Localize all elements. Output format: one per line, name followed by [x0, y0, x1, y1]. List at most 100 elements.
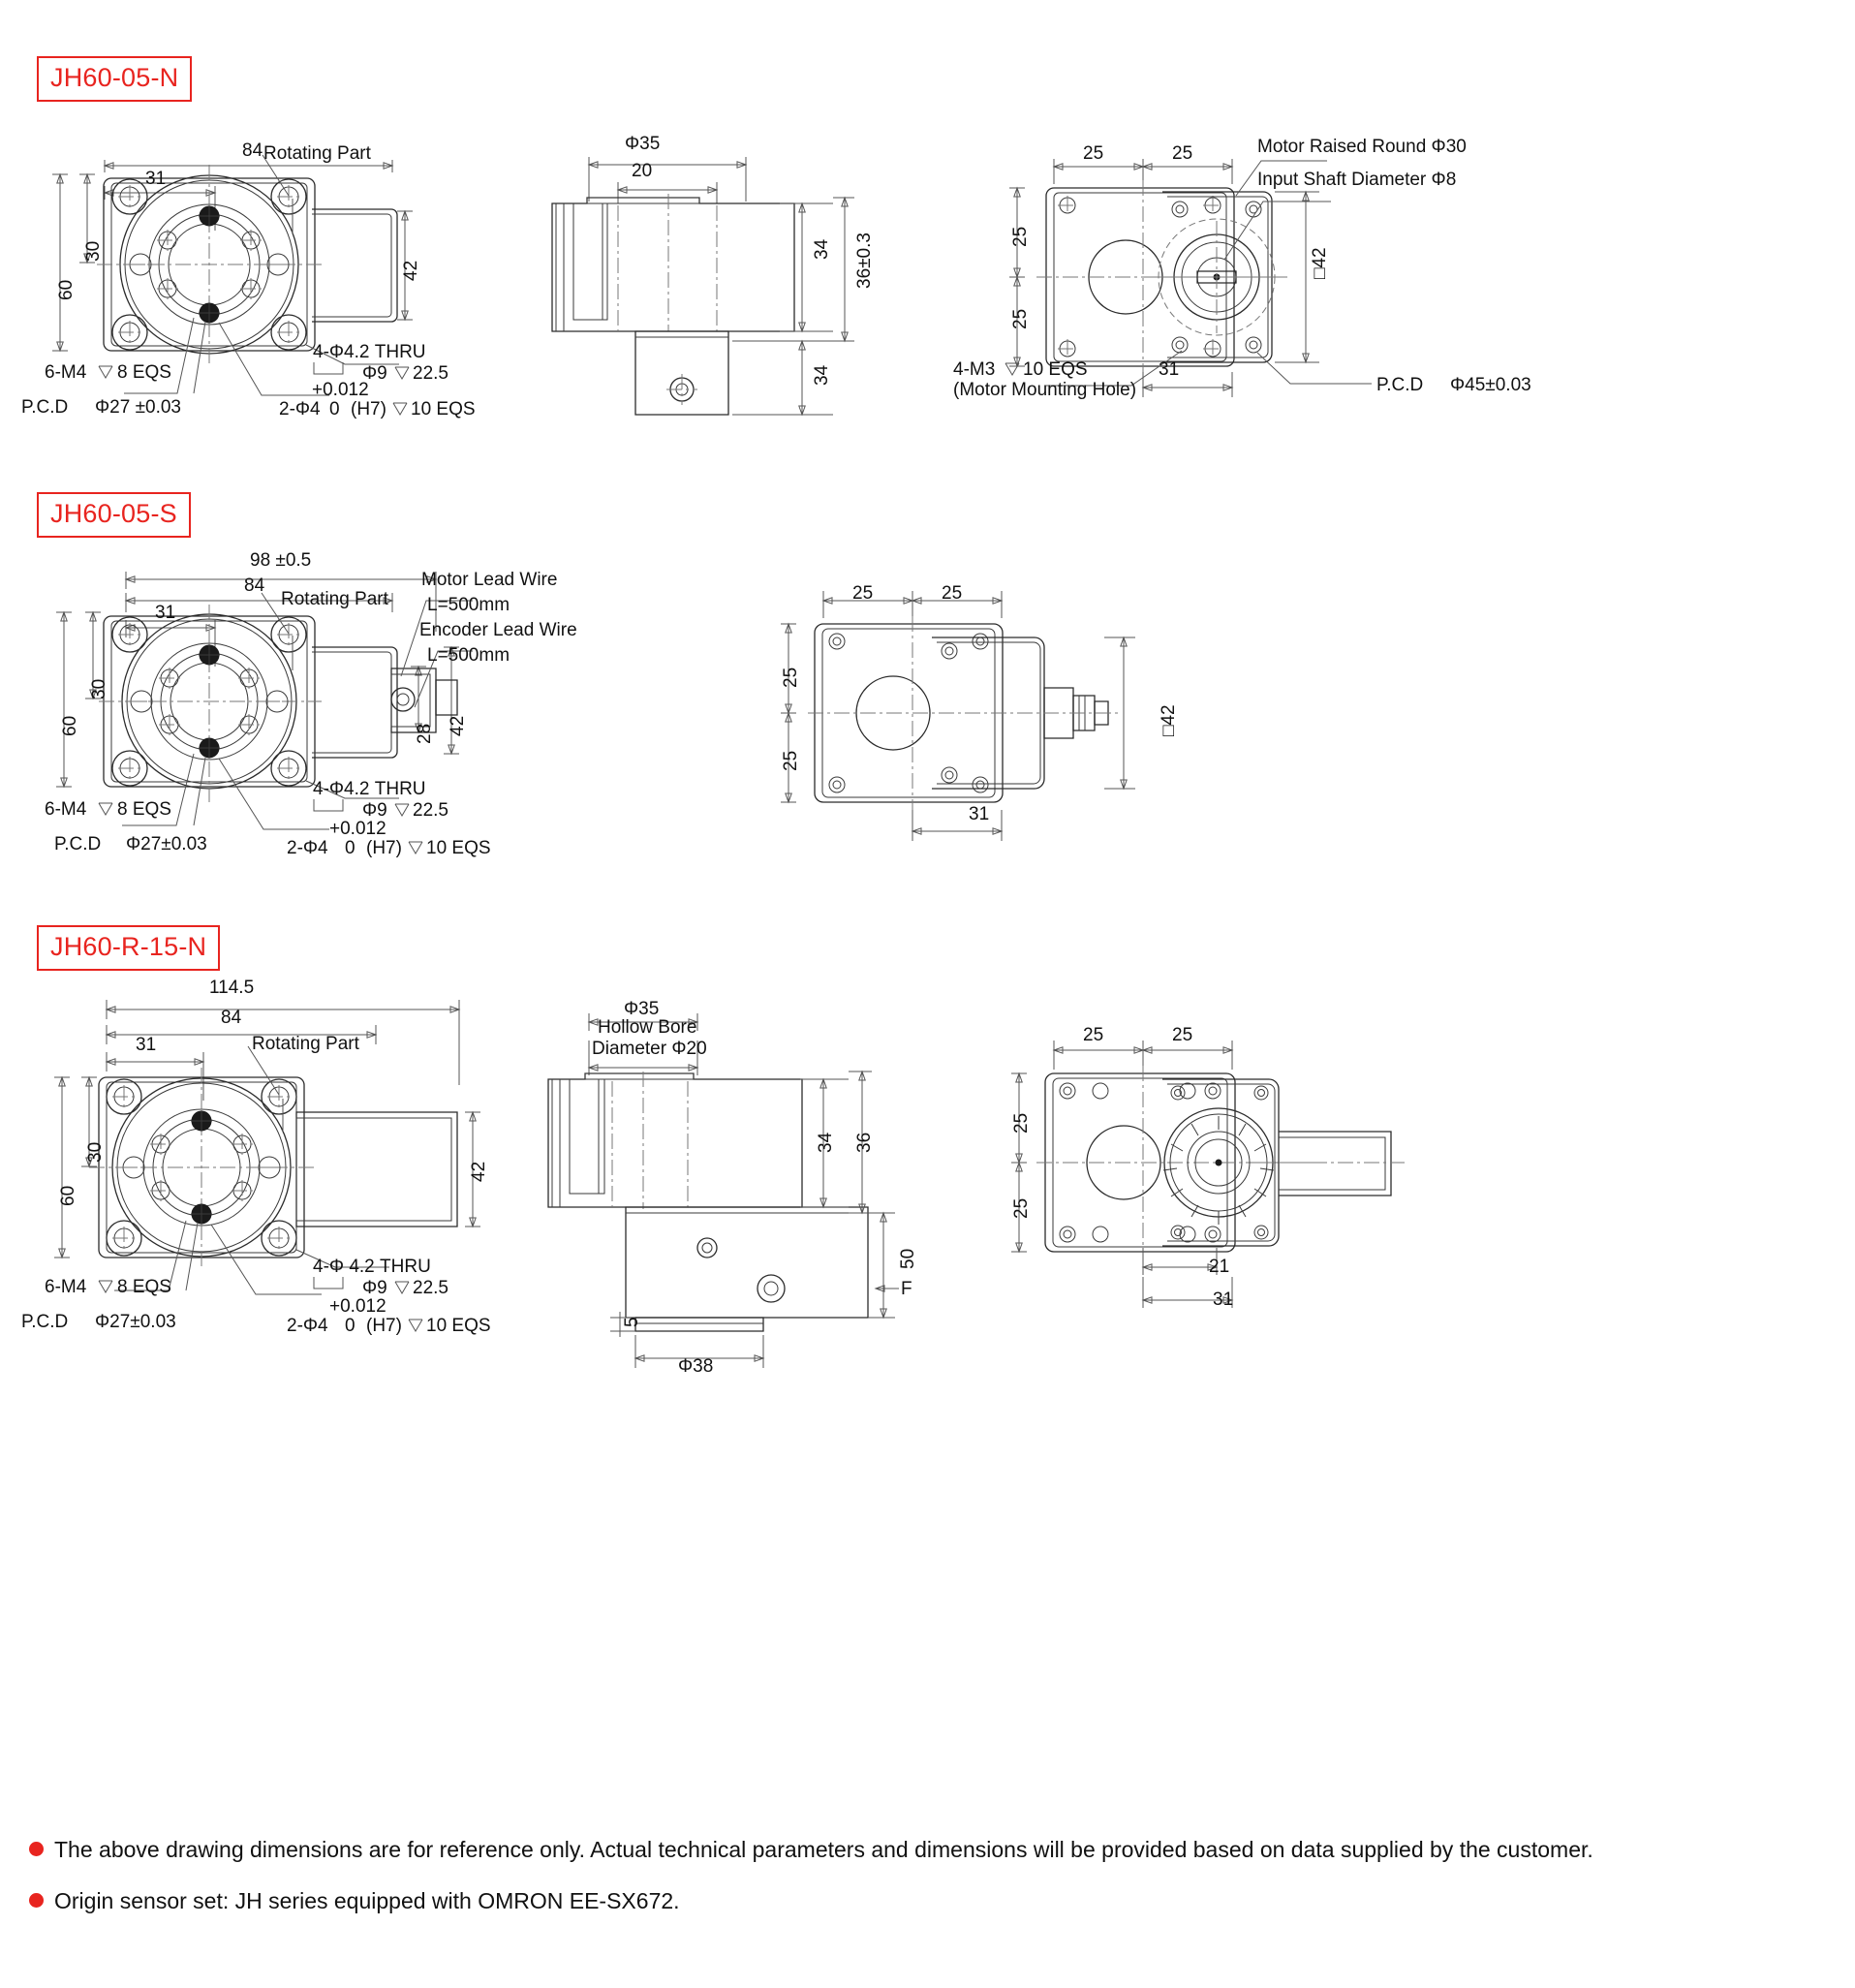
- depth-symbol-icon: [394, 803, 410, 817]
- s3-dim-overall-with-motor: 114.5: [209, 978, 255, 998]
- model-tag-jh60-r-15-n: JH60-R-15-N: [37, 925, 221, 971]
- s3-front-view-geometry: [54, 1000, 480, 1295]
- s1-callout-tap-depth: 8 EQS: [117, 362, 171, 383]
- s3-callout-dowel-tol-lower: 0: [345, 1316, 356, 1336]
- s1-rear-dim-square-42: □42: [1310, 247, 1330, 279]
- s1-rear-view-geometry: [1009, 159, 1372, 397]
- s3-side-view-geometry: [547, 1013, 899, 1368]
- s3-dim-overall-height: 60: [58, 1185, 78, 1206]
- s3-rear-dim-offset-21: 21: [1209, 1257, 1230, 1277]
- s3-callout-dowel: 2-Φ4: [287, 1316, 328, 1336]
- s1-side-view-geometry: [551, 157, 854, 417]
- s1-callout-dowel-tol-upper: +0.012: [312, 380, 369, 400]
- s1-callout-dowel-fit: (H7): [351, 399, 386, 419]
- s2-callout-encoder-lead-len: L=500mm: [427, 645, 510, 666]
- s3-label-rotating-part: Rotating Part: [252, 1034, 359, 1054]
- s3-dim-total-height: 36: [854, 1132, 875, 1153]
- s3-dim-body-depth: 42: [469, 1161, 489, 1182]
- s1-dim-body-height: 34: [812, 238, 832, 260]
- s3-rear-dim-left-25: 25: [1083, 1025, 1104, 1045]
- s2-dim-overall-with-motor: 98 ±0.5: [250, 550, 312, 571]
- s3-dim-boss-dia: Φ35: [624, 999, 660, 1019]
- s2-front-view-geometry: [56, 572, 473, 830]
- s1-callout-tap: 6-M4: [45, 362, 87, 383]
- s2-dim-overall-width: 84: [244, 575, 265, 596]
- s1-callout-motor-tap-note: (Motor Mounting Hole): [953, 380, 1137, 400]
- s3-callout-dowel-fit: (H7): [366, 1316, 402, 1336]
- s3-dim-flange-thk: 5: [622, 1317, 642, 1327]
- s2-callout-motor-lead-wire: Motor Lead Wire: [421, 570, 558, 590]
- s2-rear-view-geometry: [781, 591, 1135, 841]
- s1-callout-input-shaft: Input Shaft Diameter Φ8: [1257, 170, 1457, 190]
- s1-label-rotating-part: Rotating Part: [263, 143, 371, 164]
- s3-callout-tap: 6-M4: [45, 1277, 87, 1297]
- s1-rear-callout-pcd-label: P.C.D: [1376, 375, 1424, 395]
- s3-callout-hollow-bore-line1: Hollow Bore: [598, 1017, 697, 1038]
- s1-dim-half-height: 30: [83, 240, 104, 262]
- s3-rear-view-geometry: [1011, 1041, 1405, 1308]
- s2-callout-dowel-tol-lower: 0: [345, 838, 356, 858]
- s3-dim-half-height: 30: [85, 1141, 106, 1163]
- note-row: Origin sensor set: JH series equipped wi…: [29, 1887, 1593, 1915]
- depth-symbol-icon: [98, 802, 113, 816]
- counterbore-symbol-icon: [313, 1277, 344, 1289]
- s2-callout-pcd-value: Φ27±0.03: [126, 834, 207, 854]
- s3-rear-dim-right-25: 25: [1172, 1025, 1193, 1045]
- depth-symbol-icon: [98, 365, 113, 379]
- model-tag-jh60-05-s: JH60-05-S: [37, 492, 191, 538]
- depth-symbol-icon: [394, 1281, 410, 1294]
- s1-dim-boss-dia: Φ35: [625, 134, 661, 154]
- s2-rear-dim-top-25: 25: [781, 667, 801, 688]
- s1-callout-thru-hole: 4-Φ4.2 THRU: [313, 342, 426, 362]
- s3-dim-body-height: 34: [816, 1132, 836, 1153]
- counterbore-symbol-icon: [313, 362, 344, 375]
- s3-callout-counterbore: Φ9: [362, 1278, 387, 1298]
- model-tag-jh60-05-n: JH60-05-N: [37, 56, 193, 102]
- note-row: The above drawing dimensions are for ref…: [29, 1836, 1593, 1864]
- s3-rear-dim-bottom-25: 25: [1011, 1197, 1032, 1219]
- s2-callout-dowel: 2-Φ4: [287, 838, 328, 858]
- s2-rear-dim-offset-31: 31: [969, 804, 990, 824]
- s2-callout-pcd-label: P.C.D: [54, 834, 102, 854]
- s2-rear-dim-right-25: 25: [942, 583, 963, 604]
- s2-callout-tap-depth: 8 EQS: [117, 799, 171, 820]
- s3-callout-hollow-bore-line2: Diameter Φ20: [592, 1039, 707, 1059]
- s2-dim-motor-height: 28: [415, 723, 435, 744]
- s2-dim-body-depth: 42: [448, 715, 468, 736]
- s2-callout-encoder-lead-wire: Encoder Lead Wire: [419, 620, 577, 640]
- s1-dim-boss-width: 20: [632, 161, 653, 181]
- s1-rear-dim-top-25: 25: [1010, 226, 1031, 247]
- s1-callout-pcd-value: Φ27 ±0.03: [95, 397, 181, 418]
- s2-callout-motor-lead-len: L=500mm: [427, 595, 510, 615]
- s1-dim-motor-length: 34: [812, 364, 832, 386]
- s1-dim-overall-width: 84: [242, 140, 263, 161]
- s3-callout-tap-depth: 8 EQS: [117, 1277, 171, 1297]
- s1-callout-counterbore: Φ9: [362, 363, 387, 384]
- s2-callout-tap: 6-M4: [45, 799, 87, 820]
- s3-callout-pcd-label: P.C.D: [21, 1312, 69, 1332]
- depth-symbol-icon: [392, 402, 408, 416]
- s1-rear-dim-right-25: 25: [1172, 143, 1193, 164]
- depth-symbol-icon: [98, 1280, 113, 1293]
- s1-callout-motor-raised-round: Motor Raised Round Φ30: [1257, 137, 1467, 157]
- depth-symbol-icon: [394, 366, 410, 380]
- bullet-dot-icon: [29, 1892, 44, 1908]
- counterbore-symbol-icon: [313, 799, 344, 812]
- s3-callout-dowel-tol-upper: +0.012: [329, 1296, 386, 1317]
- s3-dim-motor-height: 50: [898, 1248, 918, 1269]
- s2-rear-dim-left-25: 25: [852, 583, 874, 604]
- s2-rear-dim-bottom-25: 25: [781, 750, 801, 771]
- s3-dim-offset-width: 31: [136, 1035, 157, 1055]
- s1-rear-dim-offset-31: 31: [1159, 359, 1180, 380]
- s1-dim-offset-width: 31: [145, 169, 167, 189]
- s3-section-mark-f: F: [901, 1279, 912, 1299]
- s2-rear-dim-square-42: □42: [1159, 704, 1179, 736]
- s2-dim-offset-width: 31: [155, 603, 176, 623]
- footer-notes: The above drawing dimensions are for ref…: [29, 1836, 1593, 1939]
- s1-callout-motor-tap-depth: 10 EQS: [1023, 359, 1088, 380]
- s1-callout-motor-tap: 4-M3: [953, 359, 996, 380]
- bullet-dot-icon: [29, 1842, 44, 1856]
- s2-callout-thru-hole: 4-Φ4.2 THRU: [313, 779, 426, 799]
- s3-callout-thru-hole: 4-Φ 4.2 THRU: [313, 1257, 431, 1277]
